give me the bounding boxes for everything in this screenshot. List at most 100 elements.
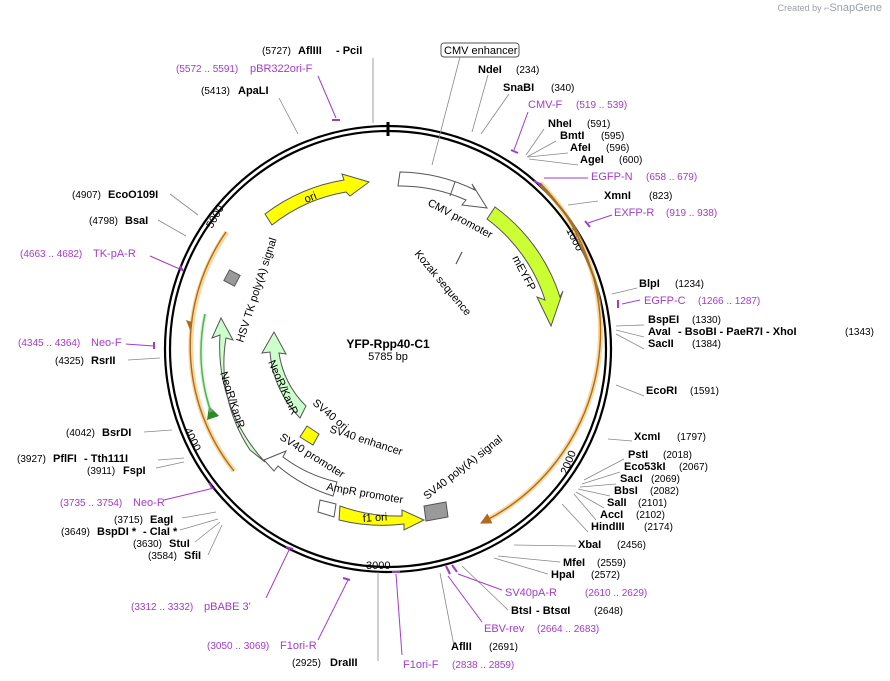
enzyme-pos: (1797)	[677, 432, 706, 443]
enzyme-pos: (595)	[601, 131, 624, 142]
enzyme-name: BmtI	[560, 130, 584, 142]
enzyme-name: XbaI	[578, 539, 601, 551]
enzyme-name: SalI	[607, 497, 627, 509]
enzyme-pos: (2559)	[597, 558, 626, 569]
enzyme-extra: - Tth111I	[84, 453, 128, 465]
primer-name: TK-pA-R	[93, 248, 136, 260]
tick-3000: 3000	[366, 560, 390, 572]
enzyme-name: SnaBI	[503, 82, 534, 94]
label-cmv-enhancer: CMV enhancer	[444, 45, 518, 57]
plasmid-size: 5785 bp	[368, 351, 408, 363]
primer-labels: (5572 .. 5591) pBR322ori-F CMV-F (519 ..…	[18, 63, 760, 671]
enzyme-name: BbsI	[614, 485, 638, 497]
primer-range: (4345 .. 4364)	[18, 338, 80, 349]
enzyme-name: HindIII	[591, 521, 625, 533]
primer-name: EGFP-C	[644, 295, 686, 307]
watermark-prefix: Created by	[777, 3, 822, 13]
enzyme-pos: (1591)	[690, 386, 719, 397]
label-sv40-enhancer: SV40 enhancer	[328, 423, 404, 458]
enzyme-pos: (234)	[516, 65, 539, 76]
enzyme-pos: (4042)	[66, 428, 95, 439]
enzyme-pos: (4907)	[72, 190, 101, 201]
primer-name: F1ori-F	[403, 659, 439, 671]
enzyme-pos: (1343)	[845, 327, 874, 338]
primer-range: (2610 .. 2629)	[585, 588, 647, 599]
label-neor-kanr-inner: NeoR/KanR	[265, 358, 300, 417]
enzyme-name: AflII	[451, 641, 472, 653]
enzyme-name: NheI	[548, 118, 572, 130]
label-kozak-sequence: Kozak sequence	[412, 248, 473, 318]
plasmid-name: YFP-Rpp40-C1	[346, 337, 430, 351]
label-ori: ori	[303, 190, 319, 206]
primer-name: CMV-F	[528, 99, 563, 111]
primer-range: (5572 .. 5591)	[176, 64, 238, 75]
enzyme-pos: (4325)	[55, 356, 84, 367]
enzyme-name: RsrII	[91, 355, 115, 367]
enzyme-pos: (3715)	[114, 515, 143, 526]
enzyme-name: EagI	[150, 514, 173, 526]
enzyme-pos: (2102)	[636, 510, 665, 521]
feature-f1-ori-arrow	[338, 505, 426, 531]
primer-range: (1266 .. 1287)	[698, 296, 760, 307]
enzyme-name: FspI	[123, 465, 146, 477]
feature-ori-arrow	[264, 173, 371, 226]
primer-range: (3050 .. 3069)	[207, 641, 269, 652]
enzyme-name: BsaI	[125, 215, 148, 227]
enzyme-name: BspEI	[648, 314, 679, 326]
enzyme-name: BlpI	[639, 278, 660, 290]
enzyme-pos: (2018)	[663, 450, 692, 461]
enzyme-pos: (1330)	[692, 315, 721, 326]
enzyme-extra: - BtsαI	[536, 605, 570, 617]
enzyme-name: MfeI	[563, 557, 585, 569]
enzyme-name: AvaI	[648, 326, 671, 338]
watermark-brand: SnapGene	[829, 2, 882, 14]
enzyme-pos: (2069)	[651, 474, 680, 485]
primer-name: pBR322ori-F	[250, 63, 313, 75]
feature-cmv-promoter-arrow	[397, 171, 488, 209]
primer-name: pBABE 3'	[204, 601, 251, 613]
enzyme-extra: - PciI	[336, 45, 362, 57]
enzyme-name: XmnI	[604, 190, 631, 202]
enzyme-name: SfiI	[184, 550, 201, 562]
enzyme-pos: (3911)	[87, 466, 115, 477]
feature-neor-kanr-inner-arrow	[261, 330, 307, 419]
feature-ampr-promoter-arrow	[317, 499, 337, 518]
enzyme-pos: (591)	[587, 119, 610, 130]
enzyme-leaders	[127, 58, 645, 661]
primer-range: (3735 .. 3754)	[60, 498, 122, 509]
enzyme-pos: (4798)	[89, 216, 118, 227]
enzyme-extra: - BsoBI - PaeR7I - XhoI	[678, 326, 797, 338]
enzyme-pos: (5413)	[201, 86, 230, 97]
enzyme-pos: (2067)	[679, 462, 708, 473]
orf-arcs	[186, 181, 603, 524]
primer-leaders	[125, 75, 641, 656]
enzyme-pos: (596)	[606, 143, 629, 154]
enzyme-pos: (823)	[649, 191, 672, 202]
enzyme-name: PflFI	[53, 453, 77, 465]
enzyme-name: Eco53kI	[624, 461, 666, 473]
enzyme-name: BsrDI	[102, 427, 131, 439]
label-f1-ori: f1 ori	[362, 511, 387, 525]
feature-labels: CMV enhancer CMV promoter Kozak sequence…	[217, 42, 538, 525]
primer-range: (4663 .. 4682)	[20, 249, 82, 260]
label-ampr-promoter: AmpR promoter	[325, 481, 404, 506]
enzyme-name: AflIII	[298, 45, 322, 57]
enzyme-pos: (3630)	[133, 539, 162, 550]
features	[211, 171, 564, 531]
primer-name: Neo-F	[91, 337, 122, 349]
tick-5000: 5000	[204, 203, 227, 230]
enzyme-name: EcoO109I	[108, 189, 158, 201]
enzyme-name: DraIII	[330, 657, 358, 669]
primer-name: EXFP-R	[614, 207, 654, 219]
enzyme-extra: - ClaI *	[143, 526, 178, 538]
label-neor-kanr-outer: NeoR/KanR	[217, 370, 247, 430]
label-hsv-tk-polya: HSV TK poly(A) signal	[234, 236, 279, 344]
feature-hsv-tk-polya-box	[223, 269, 241, 287]
primer-name: Neo-R	[133, 497, 165, 509]
primer-range: (3312 .. 3332)	[131, 602, 193, 613]
enzyme-name: AfeI	[570, 142, 591, 154]
enzyme-pos: (1384)	[692, 339, 721, 350]
cmv-enhancer-box	[440, 42, 520, 58]
plasmid-backbone	[163, 122, 613, 574]
